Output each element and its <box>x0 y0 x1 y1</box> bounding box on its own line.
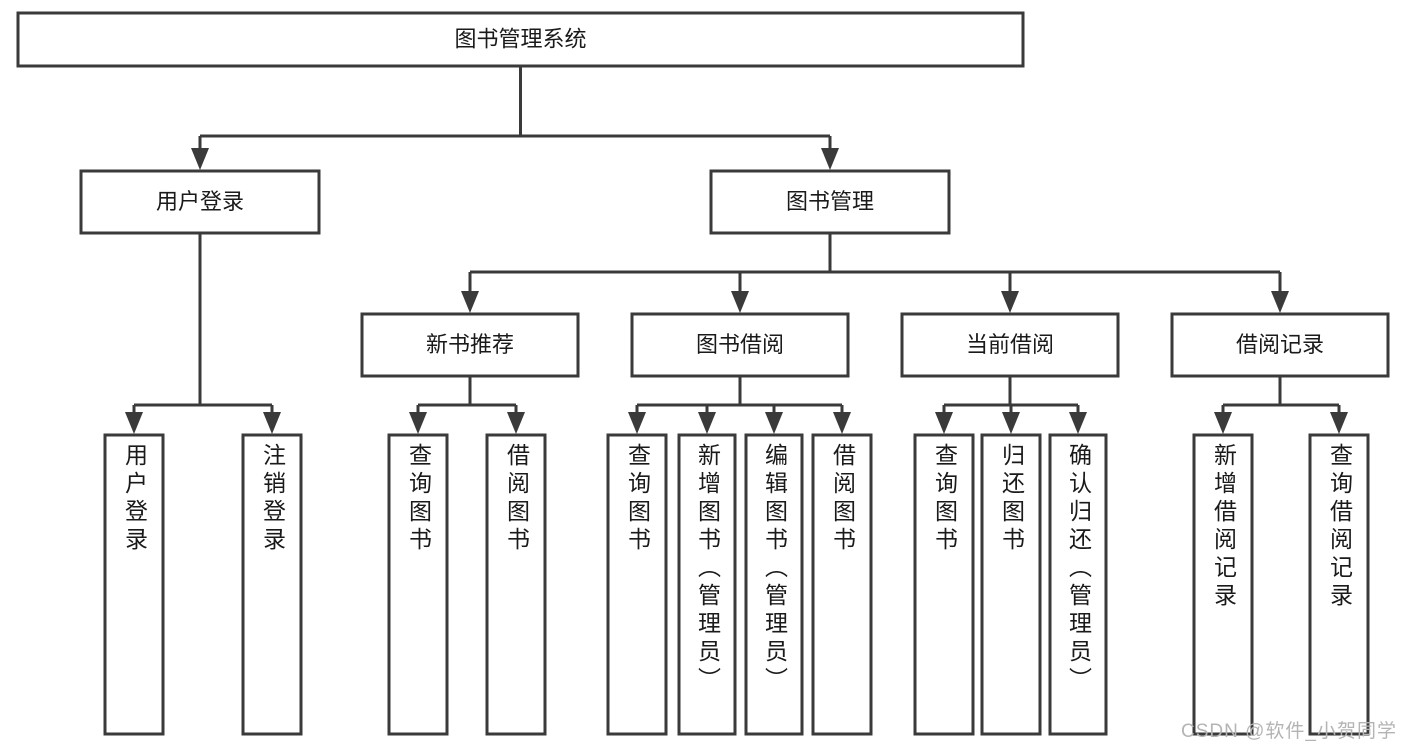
current-to-leaf-arrow-1 <box>1002 412 1020 434</box>
node-level2-label-0: 新书推荐 <box>426 332 514 357</box>
node-root-label: 图书管理系统 <box>454 26 586 51</box>
node-level2-box-0[interactable] <box>360 312 580 378</box>
record-to-leaf-arrow-1 <box>1330 412 1348 434</box>
login-to-leaf-arrow-0 <box>125 412 143 434</box>
node-level1-label-1: 图书管理 <box>786 189 874 214</box>
node-level2-box-3[interactable] <box>1170 312 1390 378</box>
node-level1-box-0[interactable] <box>79 169 321 235</box>
current-to-leaf-arrow-0 <box>935 412 953 434</box>
node-leaf-box-1[interactable] <box>241 433 303 736</box>
level1-to-level2-arrow-2 <box>1001 291 1019 313</box>
node-leaf-box-7[interactable] <box>811 433 873 736</box>
node-leaf-box-9[interactable] <box>980 433 1042 736</box>
node-level1-box-1[interactable] <box>709 169 951 235</box>
node-leaf-box-3[interactable] <box>485 433 547 736</box>
node-level2-box-2[interactable] <box>900 312 1120 378</box>
node-leaf-box-2[interactable] <box>387 433 449 736</box>
root-to-level1-arrow-0 <box>191 148 209 170</box>
node-leaf-box-10[interactable] <box>1048 433 1108 736</box>
watermark-text: CSDN @软件_小贺同学 <box>1181 721 1397 742</box>
level1-to-level2-arrow-0 <box>461 291 479 313</box>
node-level2-label-3: 借阅记录 <box>1236 332 1324 357</box>
node-leaf-box-6[interactable] <box>744 433 804 736</box>
borrow-to-leaf-arrow-1 <box>698 412 716 434</box>
node-leaf-box-4[interactable] <box>606 433 668 736</box>
node-root-box[interactable] <box>16 11 1025 68</box>
node-leaf-box-5[interactable] <box>677 433 737 736</box>
level1-to-level2-arrow-3 <box>1271 291 1289 313</box>
borrow-to-leaf-arrow-3 <box>833 412 851 434</box>
newbook-to-leaf-arrow-1 <box>507 412 525 434</box>
node-leaf-box-8[interactable] <box>913 433 975 736</box>
node-level2-box-1[interactable] <box>630 312 850 378</box>
login-to-leaf-arrow-1 <box>263 412 281 434</box>
newbook-to-leaf-arrow-0 <box>409 412 427 434</box>
node-level1-label-0: 用户登录 <box>156 189 244 214</box>
node-level2-label-2: 当前借阅 <box>966 332 1054 357</box>
record-to-leaf-arrow-0 <box>1214 412 1232 434</box>
connector-layer <box>125 66 1348 434</box>
node-leaf-box-0[interactable] <box>103 433 165 736</box>
box-layer <box>16 11 1390 736</box>
level1-to-level2-arrow-1 <box>731 291 749 313</box>
node-leaf-box-11[interactable] <box>1192 433 1254 736</box>
borrow-to-leaf-arrow-0 <box>628 412 646 434</box>
node-leaf-box-12[interactable] <box>1308 433 1370 736</box>
node-level2-label-1: 图书借阅 <box>696 332 784 357</box>
borrow-to-leaf-arrow-2 <box>765 412 783 434</box>
root-to-level1-arrow-1 <box>821 148 839 170</box>
current-to-leaf-arrow-2 <box>1069 412 1087 434</box>
